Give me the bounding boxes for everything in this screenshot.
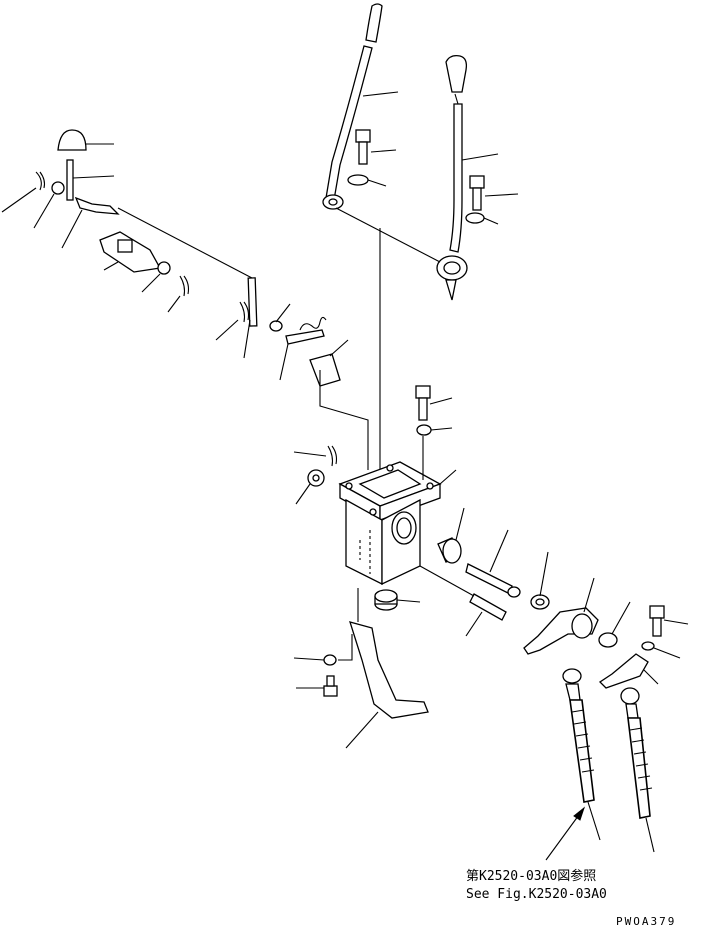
bolt-box [415, 385, 453, 421]
washer-2 [141, 261, 171, 293]
mount-bracket [345, 588, 429, 749]
cable-1 [562, 668, 601, 841]
lever-assembly-left [322, 3, 399, 210]
bolt-bracket [296, 675, 338, 697]
lever-assembly-right [436, 54, 499, 301]
lever-rod-right [449, 103, 463, 253]
sleeve [309, 339, 349, 387]
reference-note-jp: 第K2520-03A0図参照 [466, 868, 596, 884]
washer-bracket [293, 654, 337, 666]
lever-arm-1 [523, 577, 599, 655]
washer-1 [33, 181, 65, 229]
washer-box [416, 424, 453, 436]
reference-arrow [545, 806, 586, 861]
cotter-pin-4 [293, 445, 338, 467]
lock-pin [66, 159, 115, 201]
pin-with-spring [279, 316, 327, 381]
lever-knob-left [365, 3, 383, 43]
bracket-plate [99, 231, 162, 273]
lock-knob [57, 129, 114, 151]
bolt-top-right [469, 175, 519, 211]
washer-top-right [465, 212, 499, 225]
cable-2 [620, 687, 655, 853]
bushing [437, 507, 465, 564]
roller [295, 469, 325, 505]
reference-note-en: See Fig.K2520-03A0 [466, 887, 607, 902]
bolt-top-left [355, 129, 397, 165]
washer-3 [269, 303, 291, 332]
bolt-arm [649, 605, 689, 637]
washer-arm [641, 641, 681, 659]
lever-rod-left [325, 45, 373, 201]
cotter-pin-2 [167, 275, 190, 313]
spacer [374, 589, 421, 611]
lock-lever [61, 196, 120, 249]
link-rod [243, 277, 258, 359]
lever-knob-right [445, 54, 468, 93]
cotter-pin-3 [215, 301, 250, 341]
shaft [465, 529, 521, 598]
collar [530, 551, 550, 610]
lever-arm-2 [598, 653, 659, 689]
cotter-pin-1 [1, 171, 46, 213]
bushing-2 [598, 601, 631, 648]
drawing-code: PWOA379 [616, 915, 676, 928]
long-bolt [419, 565, 507, 637]
washer-top-left [347, 174, 387, 187]
lever-box [338, 461, 457, 586]
